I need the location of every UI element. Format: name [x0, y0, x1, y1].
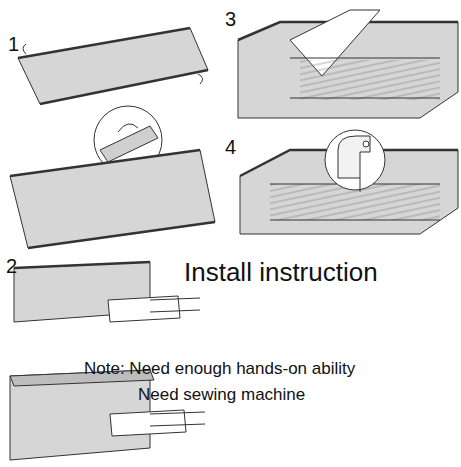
note-text: Need sewing machine: [138, 386, 305, 405]
note-text: Note: Need enough hands-on ability: [84, 360, 355, 379]
step-1-drawing: [10, 28, 215, 248]
step-number: 2: [6, 255, 17, 277]
step-4-drawing: [240, 130, 458, 234]
diagram-title: Install instruction: [184, 258, 378, 287]
step-number: 4: [225, 136, 236, 158]
step-number: 3: [225, 8, 236, 30]
step-3-drawing: [238, 10, 458, 118]
step-number: 1: [8, 33, 19, 55]
